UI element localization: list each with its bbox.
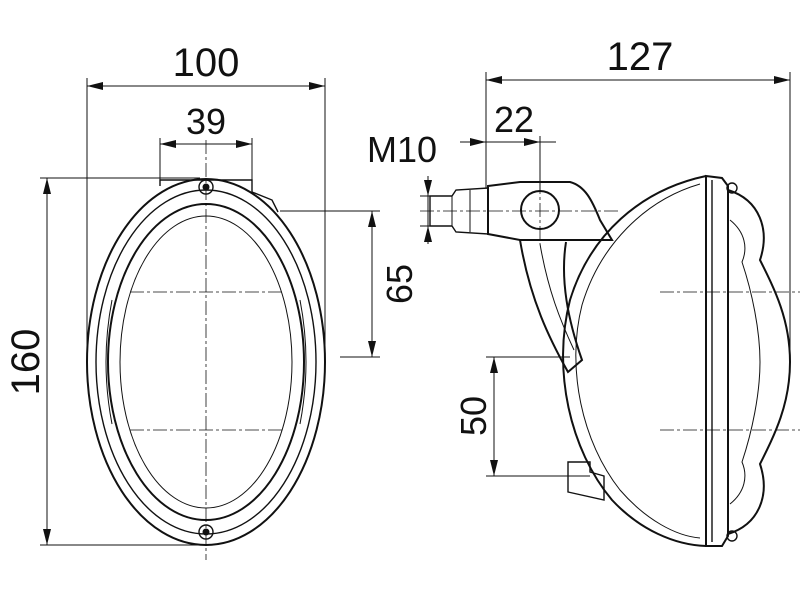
- side-view: [420, 174, 800, 547]
- dim-39-label: 39: [186, 101, 226, 142]
- side-lens-bulge: [727, 189, 792, 535]
- front-bracket-side: [251, 191, 279, 213]
- side-rim-bottom-screw: [726, 530, 738, 542]
- side-lens-inner: [729, 219, 761, 505]
- side-housing-dome: [562, 175, 707, 547]
- dim-65-label: 65: [379, 264, 420, 304]
- side-mount-arm: [519, 239, 584, 374]
- side-lower-connector: [567, 461, 605, 501]
- front-dimensions: 100 39 160 65: [4, 41, 420, 546]
- side-dimensions: 127 22 M10 50: [367, 35, 791, 477]
- dim-65-arrow-top: [368, 211, 376, 227]
- dim-22-label: 22: [494, 99, 534, 140]
- dim-m10-label: M10: [367, 129, 437, 170]
- dim-65-arrow-bottom: [368, 341, 376, 357]
- dim-160-arrow-bottom: [43, 529, 51, 545]
- dim-100-label: 100: [173, 41, 240, 85]
- dim-100-arrow-right: [309, 82, 325, 90]
- front-lens-right-bump: [299, 299, 307, 425]
- dim-50-arrow-top: [490, 357, 498, 373]
- dim-127-arrow-left: [486, 76, 502, 84]
- dim-160-arrow-top: [43, 178, 51, 194]
- side-mount-arm-inner: [539, 243, 575, 351]
- dim-m10-arrow-top: [424, 180, 432, 196]
- side-rim-outer: [705, 174, 729, 547]
- side-bolt-stub: [429, 187, 489, 235]
- dim-50-label: 50: [453, 396, 494, 436]
- dim-127-arrow-right: [774, 76, 790, 84]
- dim-22-arrow-left: [470, 138, 486, 146]
- dim-39-arrow-right: [236, 140, 252, 148]
- dim-160-label: 160: [4, 329, 48, 396]
- side-rim-top-screw: [726, 182, 738, 194]
- side-housing-inner: [575, 183, 701, 539]
- dim-50-arrow-bottom: [490, 460, 498, 476]
- dim-m10-arrow-bottom: [424, 226, 432, 242]
- dim-39-arrow-left: [160, 140, 176, 148]
- dim-100-arrow-left: [87, 82, 103, 90]
- dim-127-label: 127: [607, 35, 674, 79]
- dim-22-arrow-right: [524, 138, 540, 146]
- front-lens-left-bump: [105, 299, 113, 425]
- front-view: [86, 140, 326, 560]
